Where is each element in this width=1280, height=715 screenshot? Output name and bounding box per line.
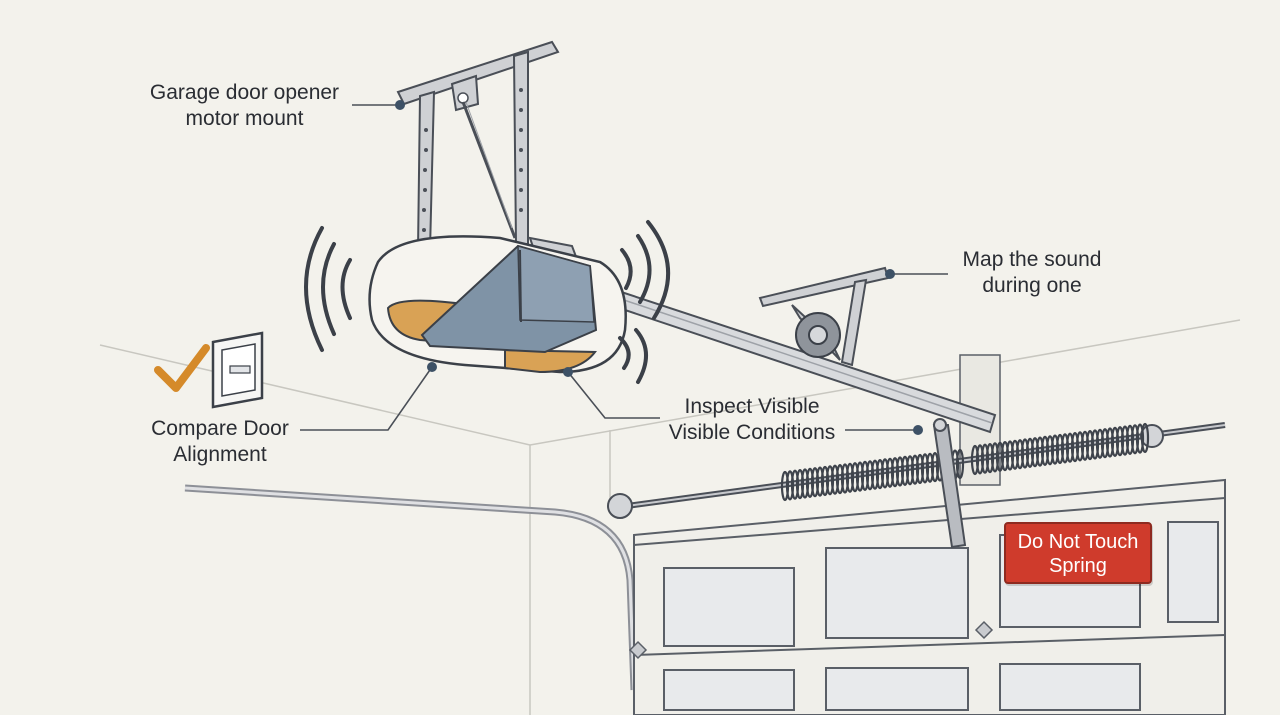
checkmark-icon [154,344,210,392]
callout-leaders [300,104,948,431]
callout-map-sound-line-2: during one [982,274,1082,297]
torsion-spring [607,422,1226,519]
callout-inspect: Inspect Visible Visible Conditions [652,394,852,446]
do-not-touch-sign: Do Not Touch Spring [1004,522,1152,584]
garage-door [628,478,1226,715]
wall-switch-icon [211,331,264,409]
callout-map-sound-line-1: Map the sound [962,248,1102,271]
door-track-left [184,484,638,691]
motor-mount-bracket [396,40,580,264]
callout-alignment-line-1: Compare Door [151,417,289,440]
callout-inspect-line-2: Visible Conditions [668,421,836,444]
sound-wave-icon [304,220,671,384]
callout-alignment: Compare Door Alignment [140,416,300,468]
spring-coil [955,448,965,480]
spring-coil [1140,422,1150,454]
callout-alignment-line-2: Alignment [173,443,267,466]
opener-motor-unit [368,235,627,374]
sign-line-2: Spring [1049,555,1107,577]
callout-motor-mount-line-1: Garage door opener [149,81,340,104]
callout-motor-mount: Garage door opener motor mount [142,80,347,132]
sign-line-1: Do Not Touch [1017,531,1139,553]
rail-hanger [758,266,890,367]
callout-inspect-line-1: Inspect Visible [684,395,820,418]
door-arm [932,418,967,549]
callout-dots [395,100,923,435]
callout-motor-mount-line-2: motor mount [185,107,304,130]
callout-map-sound: Map the sound during one [952,247,1112,299]
